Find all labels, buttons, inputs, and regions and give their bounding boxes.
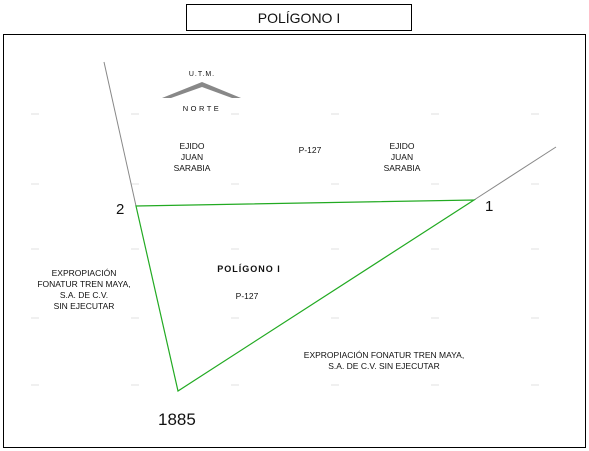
ejido-right-line3: SARABIA	[384, 163, 421, 173]
adjacent-line-right	[473, 146, 557, 201]
ejido-right-line1: EJIDO	[389, 141, 414, 151]
polygon-i-boundary	[135, 199, 477, 392]
expropiacion-left-line2: FONATUR TREN MAYA,	[37, 279, 130, 289]
expropiacion-left-line4: SIN EJECUTAR	[54, 301, 115, 311]
expropiacion-right-line2: S.A. DE C.V. SIN EJECUTAR	[328, 361, 439, 371]
ejido-left-line3: SARABIA	[174, 163, 211, 173]
grid-ticks	[31, 113, 539, 386]
vertex-label-1885: 1885	[158, 410, 196, 429]
expropiacion-left-line1: EXPROPIACIÓN	[52, 268, 117, 278]
north-arrow-icon	[162, 82, 241, 98]
map-title: POLÍGONO I	[257, 9, 341, 26]
expropiacion-left-line3: S.A. DE C.V.	[60, 290, 108, 300]
polygon-name-label: POLÍGONO I	[217, 264, 281, 274]
adjacent-line-left	[103, 61, 137, 207]
vertex-label-2: 2	[116, 201, 124, 218]
ejido-left-line2: JUAN	[181, 152, 203, 162]
vertex-label-1: 1	[485, 198, 493, 215]
north-arrow-utm: U.T.M.	[189, 71, 215, 78]
parcel-label-top: P-127	[299, 145, 322, 155]
north-arrow-norte: NORTE	[183, 104, 222, 113]
map-frame	[3, 34, 586, 448]
parcel-label-center: P-127	[236, 291, 259, 301]
ejido-right-line2: JUAN	[391, 152, 413, 162]
expropiacion-right-line1: EXPROPIACIÓN FONATUR TREN MAYA,	[304, 350, 464, 360]
ejido-left-line1: EJIDO	[179, 141, 204, 151]
map-title-box: POLÍGONO I	[186, 4, 412, 31]
